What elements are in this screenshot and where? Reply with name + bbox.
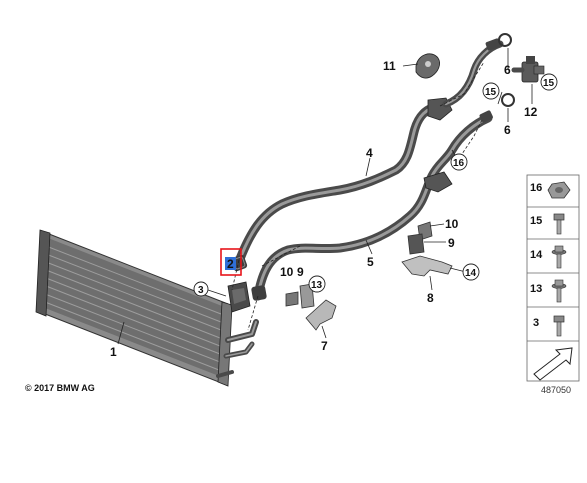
callout-7[interactable]: 7: [321, 339, 328, 353]
highlight-fill-2: [225, 257, 236, 270]
o-ring-part-6-upper: [498, 33, 512, 47]
callout-13[interactable]: 13: [311, 280, 323, 291]
callout-16-circle: [450, 153, 468, 171]
callout-12[interactable]: 12: [524, 105, 538, 119]
side-item-16[interactable]: 16: [530, 181, 571, 199]
radiator-part-1: [35, 229, 259, 387]
copyright-text: © 2017 BMW AG: [25, 383, 95, 393]
callout-15-right-circle: [540, 73, 558, 91]
screw-icon: [553, 315, 565, 337]
callout-13-circle: [308, 275, 326, 293]
o-ring-part-6-lower: [501, 93, 515, 107]
flange-bolt-icon: [551, 245, 567, 269]
callout-labels: 1 2 3 4 5 6 6 7 8 9 9 10 10 11 12 13 14 …: [110, 59, 558, 359]
callout-5[interactable]: 5: [367, 255, 374, 269]
bolt-icon: [551, 279, 567, 303]
callout-14-circle: [462, 263, 480, 281]
side-item-13-number: 13: [530, 283, 542, 295]
callout-16[interactable]: 16: [453, 158, 465, 169]
callout-9-left[interactable]: 9: [297, 265, 304, 279]
side-item-14[interactable]: 14: [530, 245, 567, 269]
callout-15-left-circle: [482, 82, 500, 100]
bracket-part-7: [285, 283, 337, 331]
callout-6-upper[interactable]: 6: [504, 63, 511, 77]
side-item-15[interactable]: 15: [530, 213, 565, 235]
bracket-part-8: [401, 221, 453, 277]
callout-10-left[interactable]: 10: [280, 265, 294, 279]
callout-15-left[interactable]: 15: [485, 87, 497, 98]
holder-part-2: [227, 281, 251, 313]
callout-3-circle: [193, 281, 209, 297]
side-item-13[interactable]: 13: [530, 279, 567, 303]
direction-arrow-icon: [533, 347, 573, 381]
side-item-15-number: 15: [530, 215, 542, 227]
callout-2[interactable]: 2: [227, 257, 234, 271]
callout-15-right[interactable]: 15: [543, 78, 555, 89]
callout-10-right[interactable]: 10: [445, 217, 459, 231]
callout-8[interactable]: 8: [427, 291, 434, 305]
callout-6-lower[interactable]: 6: [504, 123, 511, 137]
side-item-14-number: 14: [530, 249, 543, 261]
side-item-16-number: 16: [530, 182, 542, 194]
callout-1[interactable]: 1: [110, 345, 117, 359]
side-item-3[interactable]: 3: [533, 315, 565, 337]
callout-4[interactable]: 4: [366, 146, 373, 160]
valve-part-12: [511, 56, 545, 83]
diagram-id: 487050: [541, 385, 571, 395]
bracket-part-11: [415, 53, 440, 79]
callout-9-right[interactable]: 9: [448, 236, 455, 250]
callout-3[interactable]: 3: [198, 285, 204, 296]
bolt-icon: [553, 213, 565, 235]
fastener-side-panel: 16 15 14 13: [526, 174, 580, 382]
side-item-3-number: 3: [533, 317, 539, 329]
callout-14[interactable]: 14: [465, 268, 477, 279]
highlight-box-2: [220, 248, 242, 276]
guide-lines: [231, 61, 485, 331]
callout-11[interactable]: 11: [383, 59, 396, 73]
